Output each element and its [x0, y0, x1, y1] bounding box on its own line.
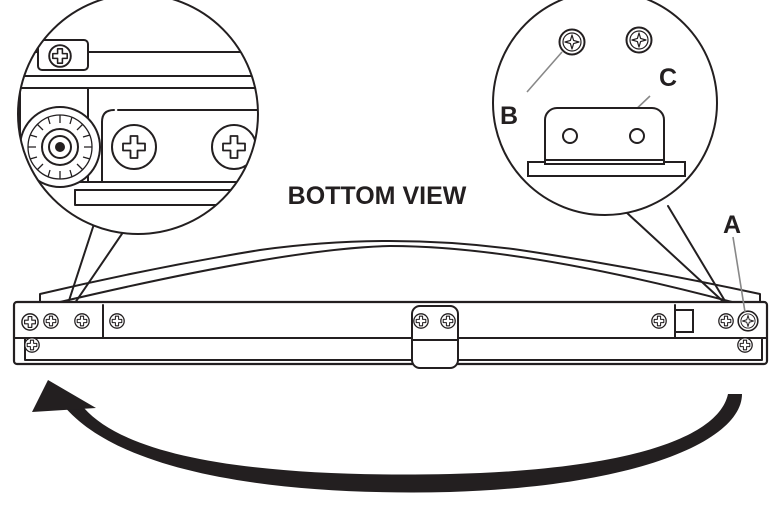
right-magnifier-pointer — [625, 205, 729, 307]
left-detail-magnifier — [17, 0, 259, 323]
label-a: A — [723, 211, 741, 239]
phillips-screw-icon — [211, 124, 257, 170]
label-b-pointer — [526, 51, 563, 93]
right-detail-magnifier — [492, 0, 729, 307]
phillips-screw-icon — [111, 124, 157, 170]
label-c: C — [659, 64, 677, 92]
phillips-screw-icon — [43, 313, 59, 329]
phillips-screw-icon — [48, 44, 72, 68]
phillips-screw-icon — [24, 337, 40, 353]
unit-top-curve — [39, 240, 761, 305]
phillips-screw-icon — [413, 313, 429, 329]
unit-base-rail — [12, 300, 769, 366]
phillips-screw-icon — [651, 313, 667, 329]
phillips-screw-icon — [718, 313, 734, 329]
star-screw-icon — [558, 28, 586, 56]
phillips-screw-icon — [21, 313, 39, 331]
phillips-screw-icon — [440, 313, 456, 329]
phillips-screw-icon — [737, 337, 753, 353]
heater-unit — [12, 236, 769, 369]
phillips-screw-icon — [74, 313, 90, 329]
label-b: B — [500, 102, 518, 130]
star-screw-icon — [737, 310, 759, 332]
phillips-screw-icon — [109, 313, 125, 329]
diagram-title: BOTTOM VIEW — [288, 182, 467, 210]
rotation-arrow — [32, 380, 742, 493]
star-screw-icon — [625, 26, 653, 54]
rotation-arrow-head-icon — [32, 380, 96, 412]
rotation-arrow-body — [56, 394, 742, 493]
label-a-pointer — [732, 236, 746, 313]
